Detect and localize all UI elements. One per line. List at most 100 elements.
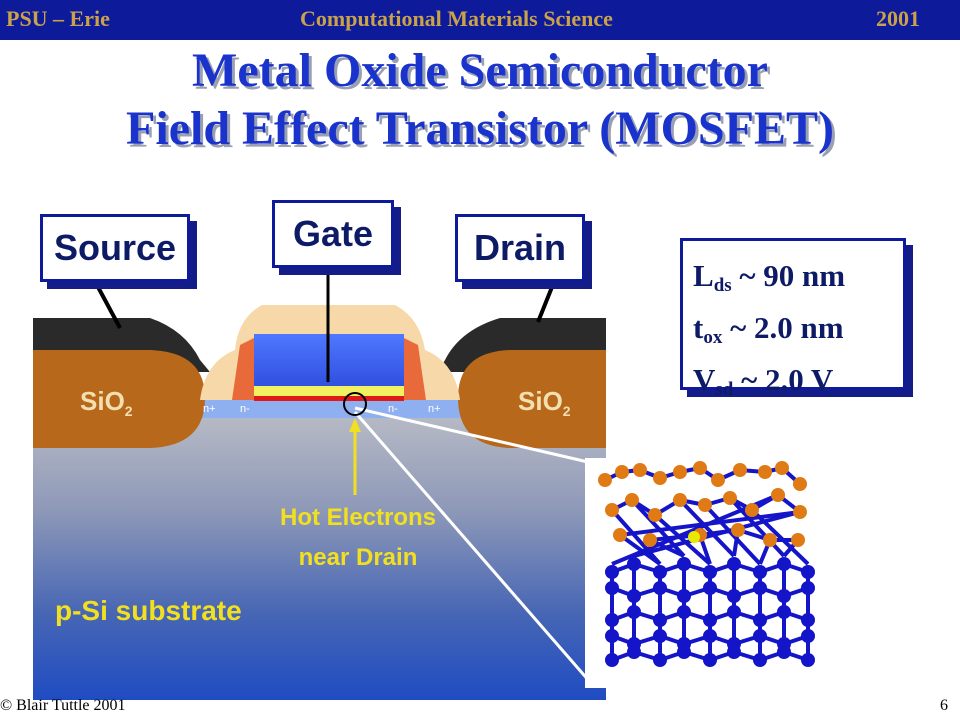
substrate-label: p-Si substrate — [55, 595, 242, 626]
atom-bond — [618, 533, 662, 566]
silicon-atom — [727, 557, 741, 571]
doping-label-1: n+ — [203, 403, 216, 415]
silicon-atom — [727, 589, 741, 603]
slide-title-line1: Metal Oxide Semiconductor — [192, 44, 768, 97]
footer-copyright: © Blair Tuttle 2001 — [0, 697, 126, 714]
silicon-atom — [801, 565, 815, 579]
slide-title: Metal Oxide Semiconductor Field Effect T… — [0, 42, 960, 158]
oxygen-atom — [731, 523, 745, 537]
atom-bond — [619, 510, 801, 537]
atom-bond — [703, 503, 762, 566]
zoom-line-bottom — [353, 411, 592, 683]
silicon-atom — [653, 613, 667, 627]
silicon-atom — [703, 581, 717, 595]
silicon-atom — [777, 557, 791, 571]
header-course: Computational Materials Science — [300, 6, 613, 31]
oxygen-atom — [615, 465, 629, 479]
hydrogen-atom — [688, 531, 700, 543]
hot-electrons-label-1: Hot Electrons — [280, 504, 436, 531]
oxygen-atom — [793, 505, 807, 519]
silicon-atom — [753, 613, 767, 627]
silicon-atom — [753, 629, 767, 643]
silicon-atom — [727, 645, 741, 659]
oxygen-atom — [613, 528, 627, 542]
atom-bond — [653, 513, 712, 566]
param-oxide-thickness: tox ~ 2.0 nm — [693, 310, 844, 348]
atom-bond — [728, 496, 786, 558]
sio2-left-label: SiO2 — [80, 386, 133, 419]
silicon-atom — [703, 653, 717, 667]
silicon-atom — [605, 613, 619, 627]
silicon-atom — [801, 629, 815, 643]
oxygen-atom — [745, 503, 759, 517]
silicon-atom — [653, 653, 667, 667]
gate-oxide — [254, 386, 404, 396]
silicon-atom — [677, 645, 691, 659]
atomic-structure-model — [598, 461, 815, 667]
drain-pointer-line — [536, 286, 554, 323]
sidewall-right — [404, 338, 426, 400]
silicon-atom — [801, 581, 815, 595]
silicon-atom — [727, 605, 741, 619]
silicon-atom — [753, 653, 767, 667]
silicon-atom — [653, 565, 667, 579]
silicon-atom — [777, 645, 791, 659]
silicon-atom — [627, 589, 641, 603]
oxygen-atom — [598, 473, 612, 487]
sidewall-left — [232, 338, 254, 400]
footer-page-number: 6 — [940, 697, 948, 714]
silicon-atom — [703, 613, 717, 627]
silicon-atom — [677, 605, 691, 619]
oxygen-atom — [633, 463, 647, 477]
oxygen-atom — [758, 465, 772, 479]
channel — [254, 396, 404, 401]
silicon-atom — [605, 653, 619, 667]
silicon-atom — [653, 581, 667, 595]
hot-spot-circle — [343, 392, 367, 416]
sio2-right — [458, 350, 606, 448]
oxygen-atom — [793, 477, 807, 491]
atom-bond — [750, 508, 810, 566]
oxygen-atom — [673, 465, 687, 479]
silicon-atom — [777, 589, 791, 603]
silicon-atom — [703, 565, 717, 579]
oxygen-atom — [771, 488, 785, 502]
silicon-atom — [627, 605, 641, 619]
doping-label-4: n+ — [428, 403, 441, 415]
slide-title-line2: Field Effect Transistor (MOSFET) — [126, 102, 834, 155]
silicon-atom — [801, 613, 815, 627]
oxygen-atom — [653, 471, 667, 485]
oxygen-atom — [698, 498, 712, 512]
sio2-left — [33, 350, 205, 448]
hot-electrons-label-2: near Drain — [299, 544, 418, 571]
silicon-atom — [801, 653, 815, 667]
header-bar — [0, 0, 960, 40]
oxygen-atom — [673, 493, 687, 507]
gate-label: Gate — [272, 200, 394, 268]
substrate-region — [33, 410, 606, 700]
silicon-atom — [677, 589, 691, 603]
silicon-atom — [777, 605, 791, 619]
silicon-atom — [627, 557, 641, 571]
header-year: 2001 — [876, 6, 920, 31]
silicon-atom — [653, 629, 667, 643]
oxygen-atom — [723, 491, 737, 505]
silicon-atom — [605, 581, 619, 595]
drain-label: Drain — [455, 214, 585, 282]
oxygen-atom — [711, 473, 725, 487]
oxygen-atom — [775, 461, 789, 475]
oxygen-atom — [791, 533, 805, 547]
zoom-line-top — [354, 406, 589, 464]
silicon-atom — [605, 565, 619, 579]
doping-label-3: n- — [388, 403, 398, 415]
silicon-atom — [627, 645, 641, 659]
device-parameters-box: Lds ~ 90 nm tox ~ 2.0 nm Vsd ~ 2.0 V — [680, 238, 906, 400]
oxygen-atom — [625, 493, 639, 507]
header-institution: PSU – Erie — [6, 6, 110, 31]
oxygen-atom — [643, 533, 657, 547]
oxygen-atom — [733, 463, 747, 477]
hot-electron-arrow-head — [349, 418, 361, 432]
oxygen-atom — [648, 508, 662, 522]
atom-bond — [610, 508, 662, 566]
